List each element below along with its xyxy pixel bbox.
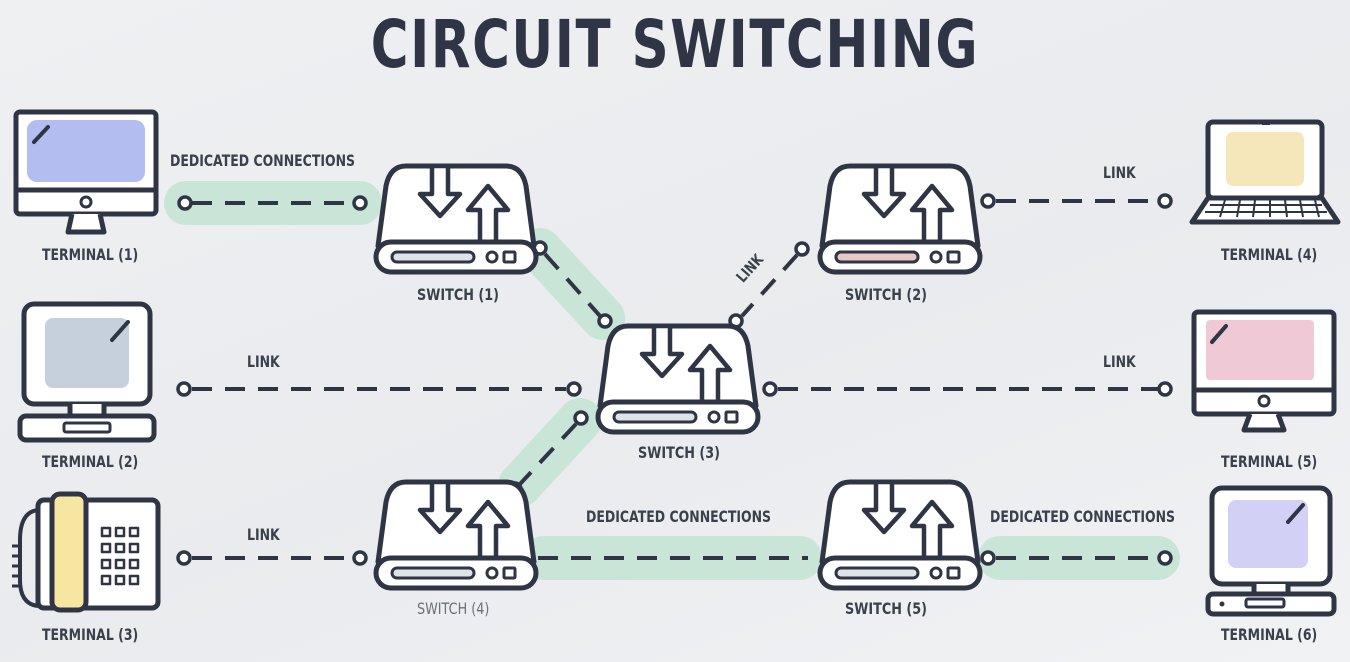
label-terminal-5: TERMINAL (5) bbox=[1221, 452, 1318, 471]
endpoint bbox=[176, 550, 192, 566]
label-switch-4: SWITCH (4) bbox=[417, 599, 490, 618]
switch-1 bbox=[376, 166, 536, 272]
endpoint bbox=[352, 550, 368, 566]
label-link-terminal5: LINK bbox=[1103, 352, 1136, 371]
endpoint bbox=[980, 193, 996, 209]
terminal-2-computer-icon bbox=[17, 301, 157, 443]
switch-2 bbox=[820, 166, 980, 272]
endpoint bbox=[176, 381, 192, 397]
label-link-switch2-terminal4: LINK bbox=[1103, 163, 1136, 182]
label-link-terminal3: LINK bbox=[247, 525, 280, 544]
diagram-title: CIRCUIT SWITCHING bbox=[370, 6, 980, 83]
terminal-5-monitor-icon bbox=[1191, 309, 1337, 433]
label-terminal-6: TERMINAL (6) bbox=[1221, 625, 1318, 644]
links bbox=[192, 199, 1158, 560]
label-switch-5: SWITCH (5) bbox=[845, 599, 927, 618]
terminal-1-monitor-icon bbox=[13, 109, 159, 235]
endpoint bbox=[794, 241, 810, 257]
switch-3 bbox=[598, 326, 758, 432]
endpoint bbox=[177, 195, 193, 211]
terminal-6-computer-icon bbox=[1205, 485, 1337, 617]
endpoint bbox=[597, 313, 613, 329]
endpoint bbox=[352, 195, 368, 211]
terminal-4-laptop-icon bbox=[1189, 119, 1341, 225]
endpoint bbox=[573, 410, 589, 426]
switch-4 bbox=[376, 482, 536, 588]
label-terminal-4: TERMINAL (4) bbox=[1221, 245, 1318, 264]
label-terminal-3: TERMINAL (3) bbox=[42, 625, 139, 644]
link-switch3-switch4 bbox=[518, 422, 578, 486]
label-switch-2: SWITCH (2) bbox=[845, 285, 927, 304]
terminal-3-phone-icon bbox=[12, 491, 161, 613]
endpoint bbox=[1157, 381, 1173, 397]
label-dedicated-connections-right: DEDICATED CONNECTIONS bbox=[990, 507, 1176, 526]
label-dedicated-connections-middle: DEDICATED CONNECTIONS bbox=[586, 507, 772, 526]
link-switch1-switch3 bbox=[543, 252, 602, 318]
endpoint bbox=[566, 381, 582, 397]
label-terminal-2: TERMINAL (2) bbox=[42, 452, 139, 471]
label-link-terminal2: LINK bbox=[247, 352, 280, 371]
label-switch-1: SWITCH (1) bbox=[417, 285, 499, 304]
link-switch2-switch3 bbox=[740, 253, 799, 318]
endpoint bbox=[980, 550, 996, 566]
endpoint bbox=[1157, 550, 1173, 566]
endpoint bbox=[762, 381, 778, 397]
label-terminal-1: TERMINAL (1) bbox=[42, 245, 139, 264]
label-switch-3: SWITCH (3) bbox=[638, 443, 720, 462]
endpoint bbox=[1157, 193, 1173, 209]
switch-5 bbox=[820, 482, 980, 588]
label-dedicated-connections-top: DEDICATED CONNECTIONS bbox=[170, 151, 356, 170]
